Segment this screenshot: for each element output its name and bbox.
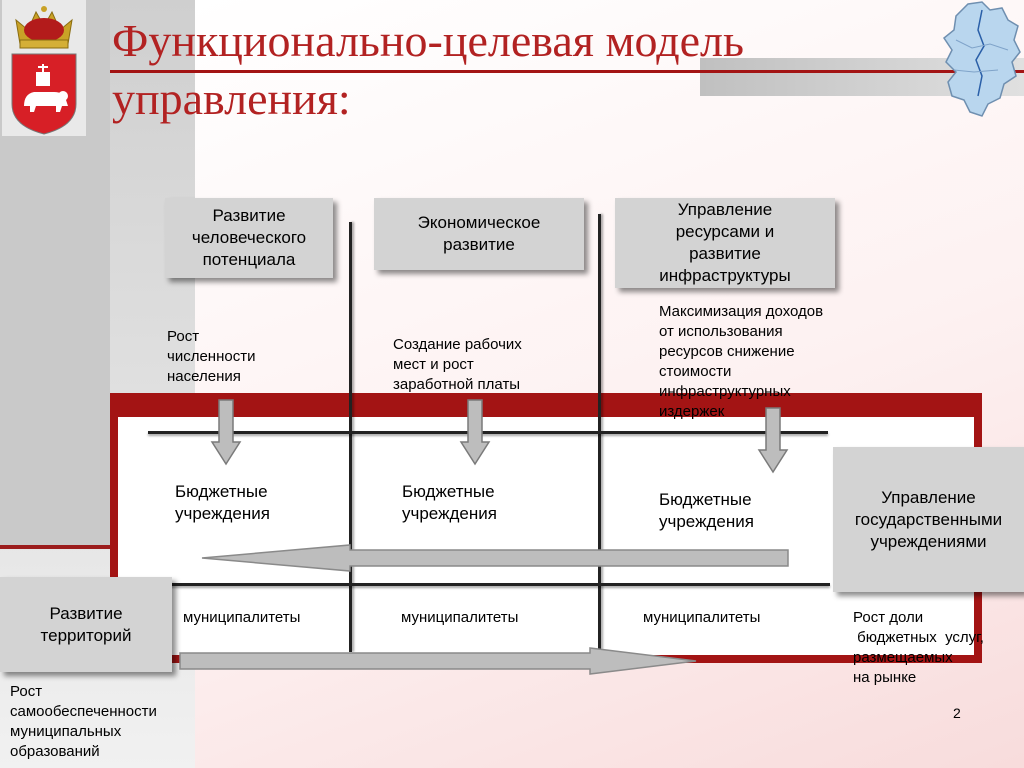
left-arrow-icon: [201, 544, 789, 572]
budget-institutions-1: Бюджетные учреждения: [175, 482, 270, 523]
municipalities-1: муниципалитеты: [183, 609, 301, 626]
budget-institutions-2: Бюджетные учреждения: [402, 482, 497, 523]
perm-krai-map-icon: [942, 1, 1021, 117]
down-arrow-icon: [757, 407, 789, 474]
perm-krai-coat-of-arms-icon: [2, 0, 86, 136]
column-divider-1: [349, 222, 352, 652]
goal-market-services: Рост доли бюджетных услуг, размещаемых н…: [853, 609, 984, 686]
goal-resource-income: Максимизация доходов от использования ре…: [659, 303, 824, 420]
coat-of-arms-logo: [2, 0, 86, 136]
title-underline: [110, 70, 1024, 73]
header-economic-development: Экономическое развитие: [374, 198, 584, 270]
goal-population-growth: Рост численности населения: [167, 328, 256, 385]
institutions-frame-inner: [118, 417, 974, 655]
page-number: 2: [953, 705, 961, 721]
municipalities-3: муниципалитеты: [643, 609, 761, 626]
budget-institutions-3: Бюджетные учреждения: [659, 490, 754, 531]
header-resources-infrastructure: Управление ресурсами и развитие инфрастр…: [615, 198, 835, 288]
slide-title: Функционально-целевая модель управления:: [112, 15, 744, 124]
territory-development: Развитие территорий: [0, 577, 172, 672]
down-arrow-icon: [459, 399, 491, 466]
goal-municipal-self-sufficiency: Рост самообеспеченности муниципальных об…: [10, 683, 157, 760]
down-arrow-icon: [210, 399, 242, 466]
region-map: [938, 0, 1024, 120]
row-divider-bottom: [148, 583, 830, 586]
right-arrow-icon: [179, 647, 697, 675]
left-red-line: [0, 545, 112, 549]
header-human-potential: Развитие человеческого потенциала: [165, 198, 333, 278]
state-institutions-management: Управление государственными учреждениями: [833, 447, 1024, 592]
goal-jobs-wages: Создание рабочих мест и рост заработной …: [393, 336, 522, 393]
municipalities-2: муниципалитеты: [401, 609, 519, 626]
row-divider-top: [148, 431, 828, 434]
